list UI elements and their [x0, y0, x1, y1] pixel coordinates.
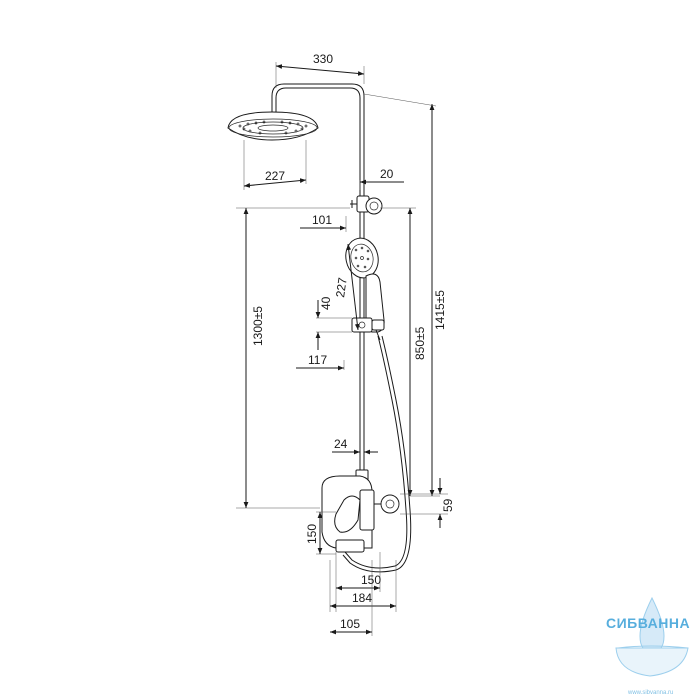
- brand-site: www.sibvanna.ru: [627, 690, 673, 696]
- bathtub-icon: [615, 647, 689, 677]
- dim-1300: 1300±5: [251, 306, 265, 346]
- brand-watermark: СИБВАННА www.sibvanna.ru: [606, 596, 690, 696]
- dim-850: 850±5: [413, 326, 427, 360]
- dim-40: 40: [319, 296, 333, 310]
- dim-24: 24: [334, 437, 348, 451]
- dimension-lines: [236, 62, 448, 636]
- dim-1415: 1415±5: [433, 290, 447, 330]
- dim-20: 20: [380, 167, 394, 181]
- shower-column: [271, 83, 365, 478]
- diverter-knob: [350, 195, 383, 215]
- dim-227-handshower: 227: [333, 276, 350, 298]
- dim-150-horizontal: 150: [361, 573, 381, 587]
- brand-name: СИБВАННА: [606, 615, 690, 631]
- dim-227-head: 227: [265, 169, 285, 183]
- mixer-body: [321, 475, 400, 553]
- dim-184: 184: [352, 591, 372, 605]
- dim-59: 59: [441, 498, 455, 512]
- dim-105: 105: [340, 617, 360, 631]
- dim-101: 101: [312, 213, 332, 227]
- dimension-labels: 330 227 20 101 227 40 1415±5 850±5 1300±…: [251, 52, 455, 631]
- dim-150-vertical: 150: [305, 524, 319, 544]
- dim-117: 117: [308, 353, 327, 367]
- dim-330: 330: [313, 52, 333, 66]
- rain-shower-head: [227, 111, 319, 141]
